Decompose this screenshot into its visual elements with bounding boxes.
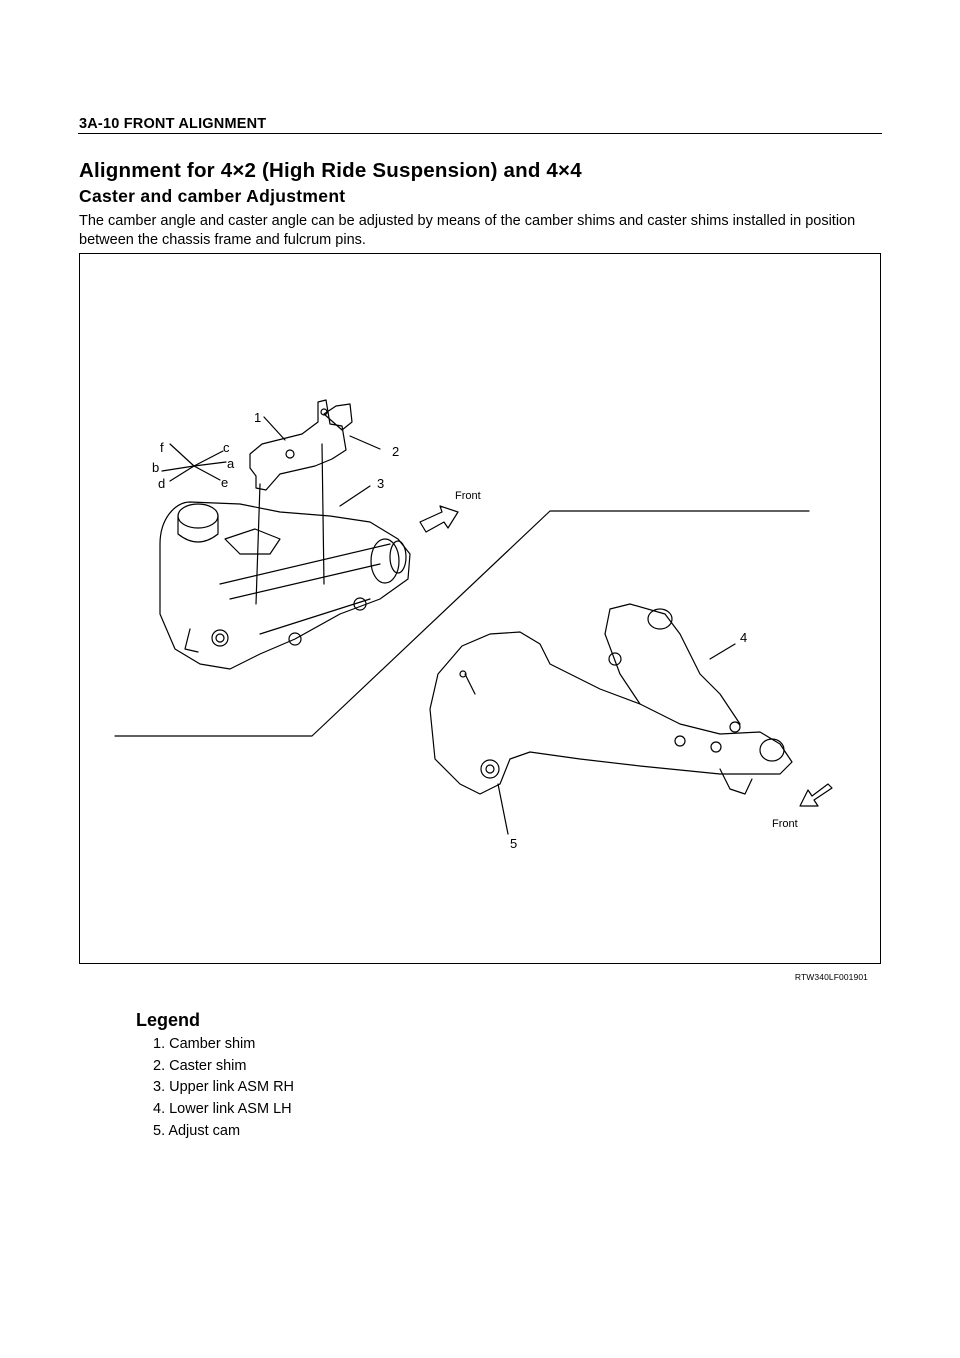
section-subtitle: Caster and camber Adjustment bbox=[79, 186, 346, 206]
figure-code: RTW340LF001901 bbox=[794, 972, 868, 982]
direction-letter-f: f bbox=[160, 440, 164, 455]
page-header: 3A-10 FRONT ALIGNMENT bbox=[79, 116, 267, 132]
direction-letter-d: d bbox=[158, 476, 165, 491]
legend-title: Legend bbox=[136, 1010, 201, 1030]
caster-shim-shape bbox=[323, 403, 353, 431]
camber-shim-shape bbox=[249, 399, 347, 491]
callout-2: 2 bbox=[392, 444, 399, 459]
direction-star bbox=[161, 443, 227, 482]
direction-letter-e: e bbox=[221, 475, 228, 490]
front-label-lower: Front bbox=[772, 818, 798, 830]
suspension-figure: 1 2 3 4 5 f c b a d e Front Front bbox=[79, 253, 881, 964]
lower-link-shape bbox=[429, 603, 793, 795]
section-title: Alignment for 4×2 (High Ride Suspension)… bbox=[79, 159, 582, 182]
direction-letter-b: b bbox=[152, 460, 159, 475]
legend-item: 3. Upper link ASM RH bbox=[153, 1079, 295, 1096]
front-arrow-lower bbox=[799, 783, 833, 807]
body-paragraph: The camber angle and caster angle can be… bbox=[79, 213, 856, 248]
callout-3: 3 bbox=[377, 476, 384, 491]
callout-4: 4 bbox=[740, 630, 747, 645]
front-label-upper: Front bbox=[455, 490, 481, 502]
legend-item: 4. Lower link ASM LH bbox=[153, 1101, 292, 1118]
detail-leader-line bbox=[114, 510, 810, 737]
direction-letter-c: c bbox=[223, 440, 230, 455]
direction-letter-a: a bbox=[227, 456, 235, 471]
legend-list: 1. Camber shim 2. Caster shim 3. Upper l… bbox=[153, 1034, 294, 1142]
header-rule bbox=[78, 133, 882, 134]
legend-item: 5. Adjust cam bbox=[153, 1122, 241, 1139]
callout-5: 5 bbox=[510, 836, 517, 851]
front-arrow-upper bbox=[419, 505, 459, 533]
legend-item: 1. Camber shim bbox=[153, 1036, 256, 1052]
suspension-illustration: 1 2 3 4 5 f c b a d e Front Front bbox=[114, 399, 833, 851]
upper-link-shape bbox=[159, 501, 411, 670]
callout-1: 1 bbox=[254, 410, 261, 425]
legend-item: 2. Caster shim bbox=[153, 1057, 247, 1074]
